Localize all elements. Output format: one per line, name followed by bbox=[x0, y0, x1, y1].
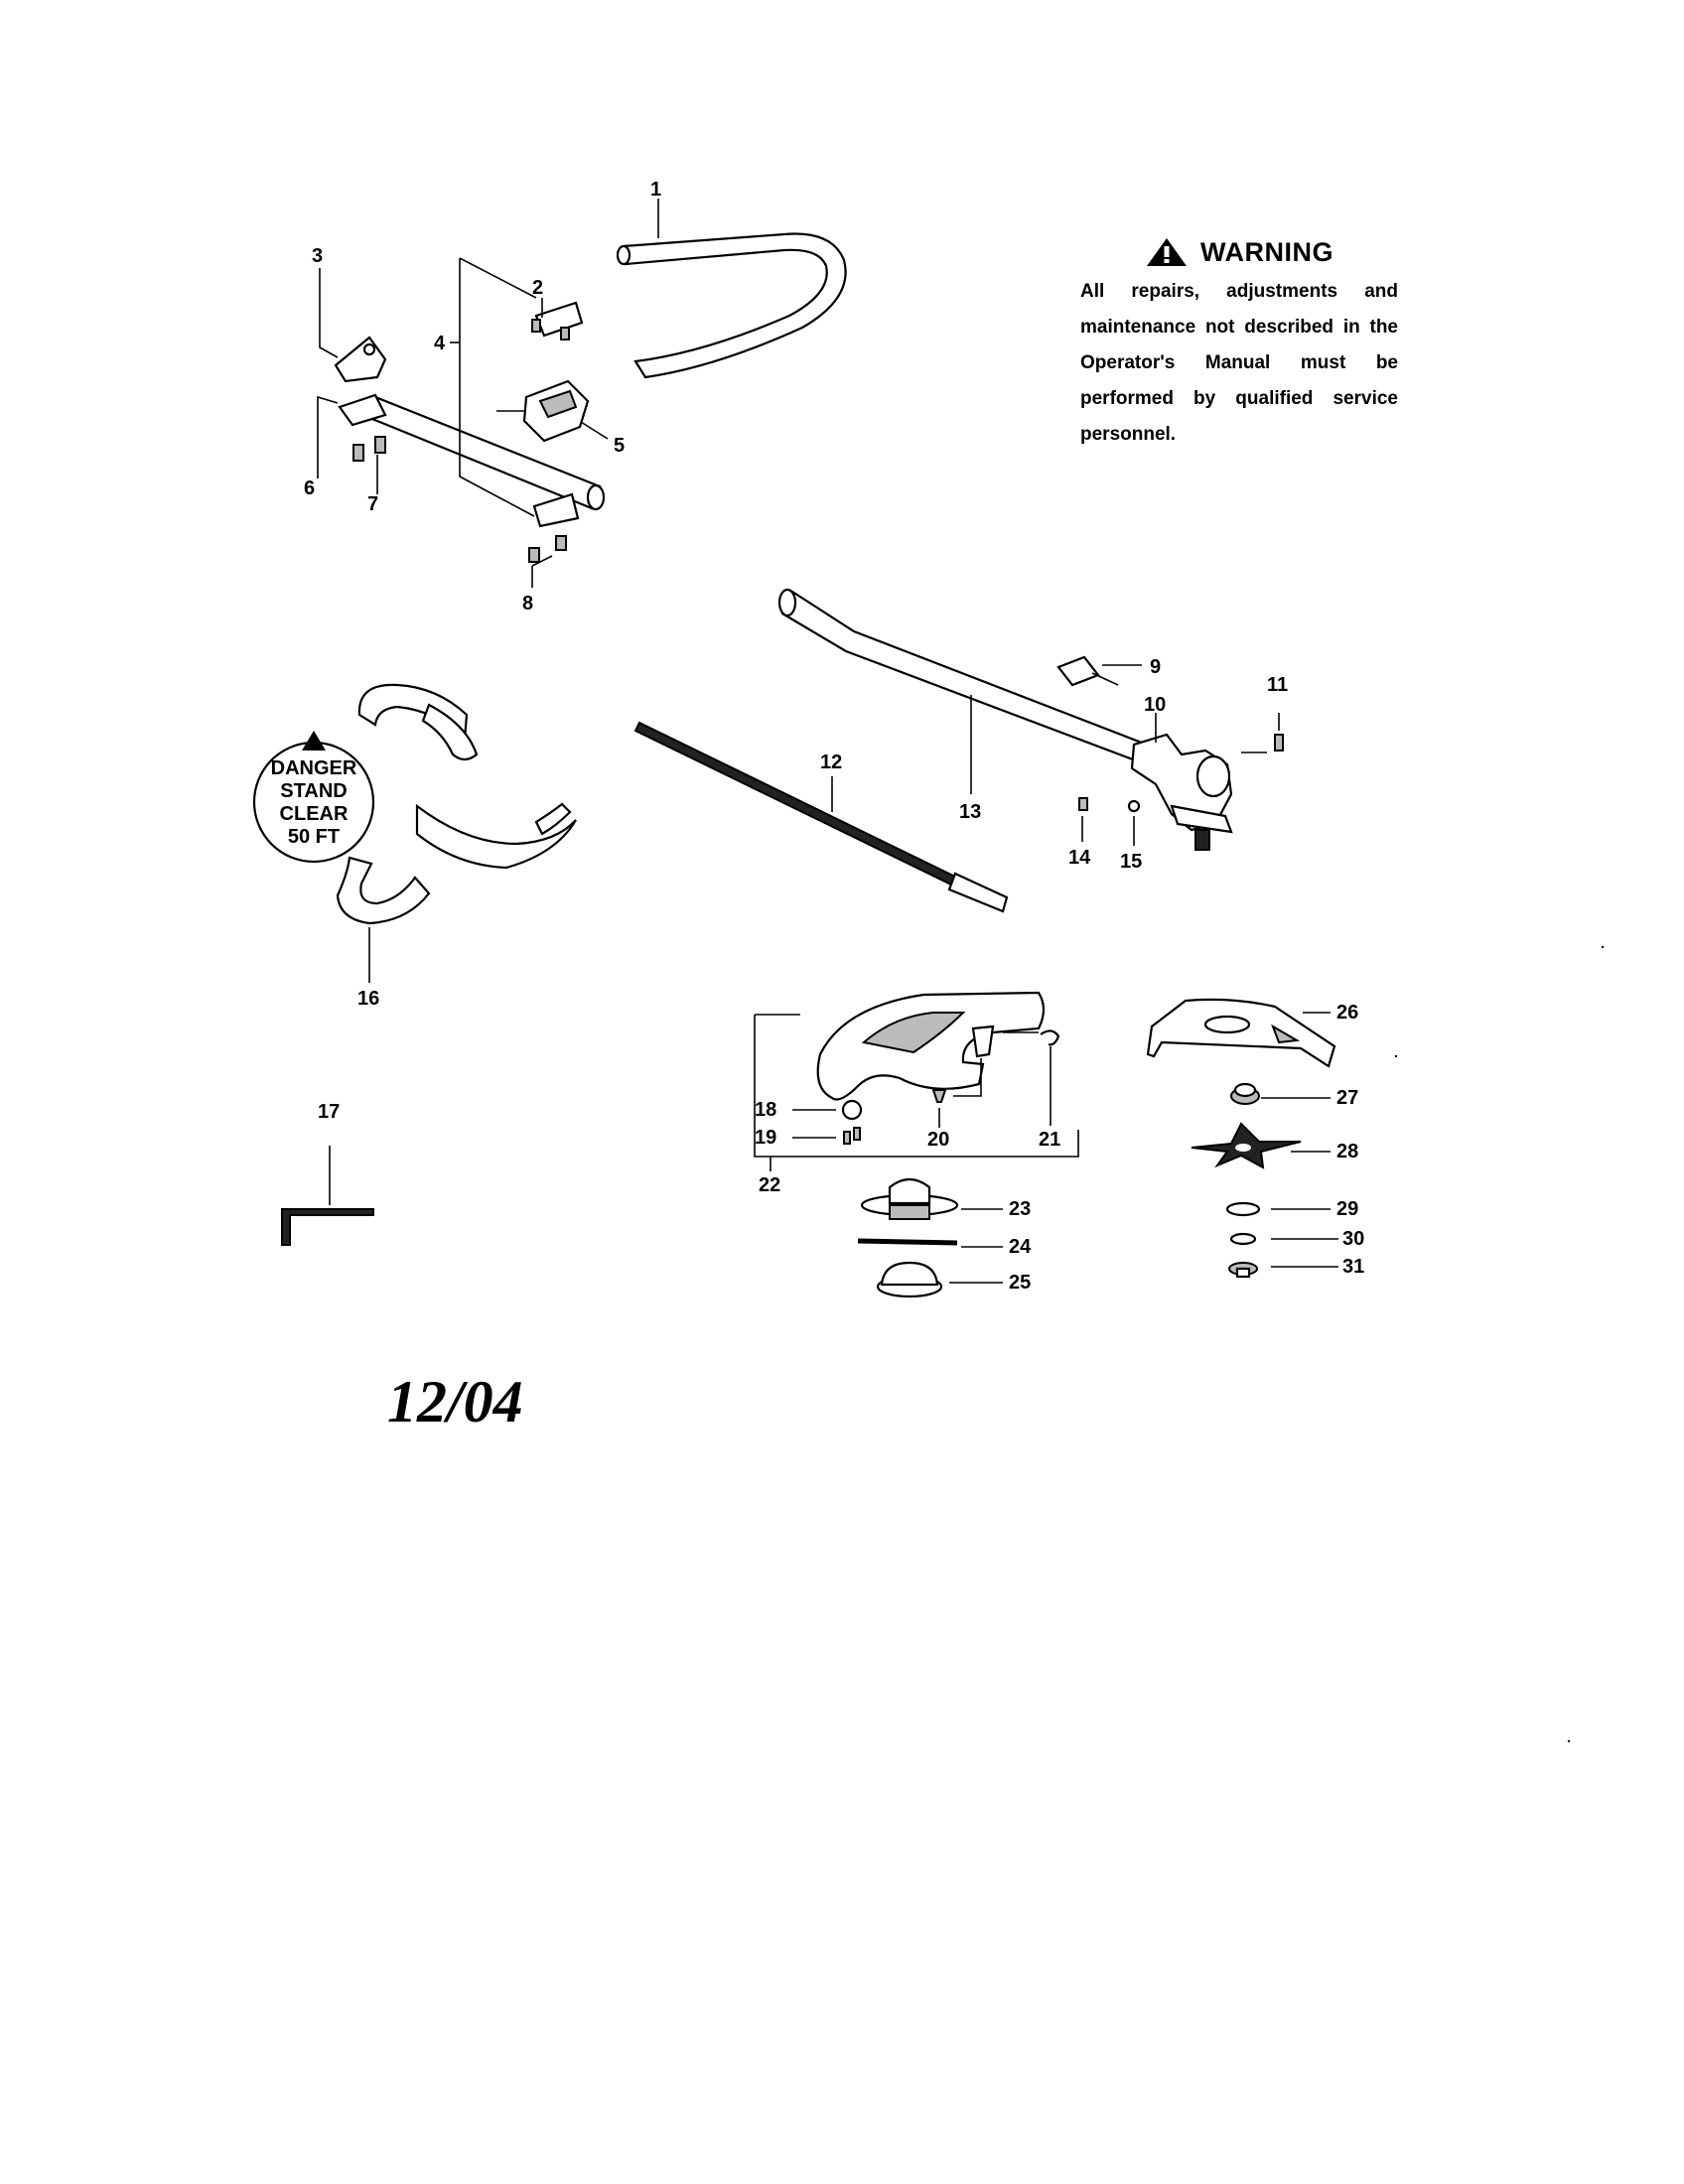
part-1-handle bbox=[616, 232, 847, 379]
callout-7: 7 bbox=[367, 493, 378, 515]
part-6-bracket bbox=[338, 393, 387, 427]
part-5-handle-clamp bbox=[522, 379, 590, 443]
part-30-washer bbox=[1229, 1232, 1257, 1246]
callout-28: 28 bbox=[1336, 1141, 1358, 1162]
callout-18: 18 bbox=[755, 1099, 776, 1121]
callout-12: 12 bbox=[820, 751, 842, 773]
callout-16: 16 bbox=[357, 988, 379, 1010]
callout-19: 19 bbox=[755, 1127, 776, 1149]
callout-15: 15 bbox=[1120, 851, 1142, 873]
callout-9: 9 bbox=[1150, 656, 1161, 678]
scan-specks bbox=[1394, 945, 1605, 1743]
part-29-washer bbox=[1225, 1201, 1261, 1217]
callout-10: 10 bbox=[1144, 694, 1166, 716]
callout-4: 4 bbox=[434, 333, 446, 354]
revision-date: 12/04 bbox=[387, 1369, 523, 1434]
callout-14: 14 bbox=[1068, 847, 1091, 869]
part-31-nut bbox=[1228, 1262, 1258, 1279]
part-20-screw bbox=[931, 1089, 947, 1103]
part-9-connector bbox=[1056, 655, 1119, 687]
part-19-screws bbox=[843, 1127, 861, 1145]
callout-20: 20 bbox=[927, 1129, 949, 1151]
part-7-screws bbox=[352, 436, 386, 462]
callout-22: 22 bbox=[759, 1174, 780, 1196]
warning-notice: WARNING All repairs, adjustments and mai… bbox=[1080, 236, 1398, 453]
callout-23: 23 bbox=[1009, 1198, 1031, 1220]
callout-numbers: 1 2 3 4 5 6 7 8 9 10 11 12 13 14 15 16 1… bbox=[304, 179, 1364, 1294]
callout-13: 13 bbox=[959, 801, 981, 823]
callout-21: 21 bbox=[1039, 1129, 1060, 1151]
danger-sign-line-1: DANGER bbox=[271, 757, 357, 779]
part-28-blade bbox=[1191, 1122, 1302, 1169]
warning-heading: WARNING bbox=[1080, 236, 1398, 268]
callout-17: 17 bbox=[318, 1101, 340, 1123]
part-23-reel bbox=[860, 1177, 959, 1220]
part-17-hex-key bbox=[281, 1208, 374, 1246]
part-25-spool-cap bbox=[876, 1261, 943, 1298]
part-2-clamp bbox=[531, 301, 584, 341]
callout-31: 31 bbox=[1342, 1256, 1364, 1278]
callout-6: 6 bbox=[304, 478, 315, 499]
warning-title: WARNING bbox=[1200, 236, 1333, 267]
callout-1: 1 bbox=[650, 179, 661, 201]
part-12-flex-shaft bbox=[633, 721, 1009, 913]
part-22-shield-assembly bbox=[816, 991, 1046, 1101]
part-3-bracket bbox=[334, 336, 387, 383]
part-11-pin bbox=[1274, 734, 1284, 751]
part-27-nut bbox=[1230, 1082, 1260, 1105]
part-10-gear-head bbox=[1130, 733, 1233, 851]
warning-triangle-icon bbox=[1147, 238, 1187, 266]
part-14-screw bbox=[1078, 797, 1088, 811]
callout-25: 25 bbox=[1009, 1272, 1031, 1294]
part-4-shaft bbox=[365, 395, 606, 511]
callout-11: 11 bbox=[1267, 674, 1288, 696]
danger-sign-line-4: 50 FT bbox=[288, 826, 340, 848]
part-16-harness: DANGER STAND CLEAR 50 FT bbox=[252, 683, 577, 925]
callout-29: 29 bbox=[1336, 1198, 1358, 1220]
part-21-clip bbox=[1040, 1029, 1060, 1046]
part-24-line bbox=[857, 1238, 958, 1246]
callout-3: 3 bbox=[312, 245, 323, 267]
danger-sign-line-2: STAND bbox=[280, 780, 347, 802]
callout-30: 30 bbox=[1342, 1228, 1364, 1250]
callout-27: 27 bbox=[1336, 1087, 1358, 1109]
callout-26: 26 bbox=[1336, 1002, 1358, 1024]
part-8-lower-clamp bbox=[528, 492, 580, 563]
callout-2: 2 bbox=[532, 277, 543, 299]
part-18-nut bbox=[841, 1099, 863, 1121]
part-26-blade-guard bbox=[1146, 998, 1336, 1068]
callout-8: 8 bbox=[522, 593, 533, 614]
callout-5: 5 bbox=[614, 435, 625, 457]
danger-warning-triangle-icon bbox=[302, 731, 326, 751]
danger-sign-line-3: CLEAR bbox=[280, 803, 349, 825]
part-15-screw bbox=[1127, 799, 1141, 813]
warning-text: All repairs, adjustments and maintenance… bbox=[1080, 281, 1398, 445]
callout-24: 24 bbox=[1009, 1236, 1032, 1258]
